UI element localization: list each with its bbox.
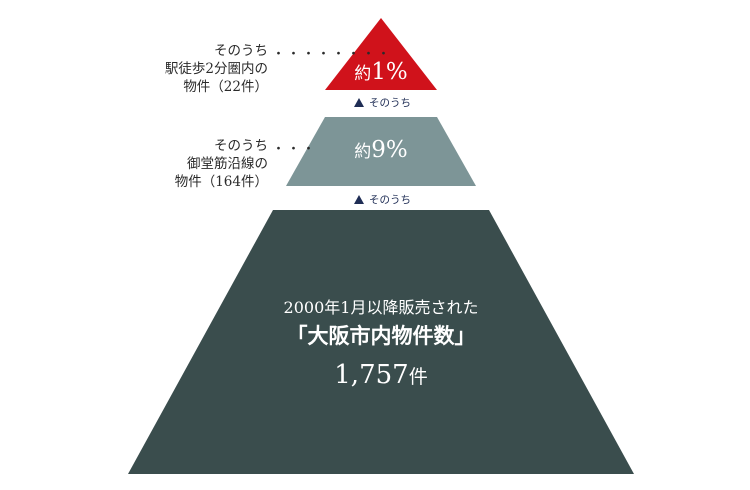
- connector-label: そのうち: [369, 194, 411, 206]
- pyramid-tier-middle-shape: [286, 117, 476, 186]
- base-tier-line2: 「大阪市内物件数」: [286, 323, 476, 348]
- top-label-line: 駅徒歩2分圏内の: [164, 61, 268, 77]
- base-tier-count-unit: 件: [408, 366, 428, 388]
- middle-label-line: 物件（164件）: [174, 174, 268, 190]
- middle-tier-side-label: そのうち 御堂筋沿線の 物件（164件）: [175, 137, 268, 191]
- top-tier-value: 約1%: [331, 59, 431, 85]
- middle-tier-percent: 9%: [371, 137, 408, 163]
- base-tier-count: 1,757件: [231, 360, 531, 390]
- middle-tier-value: 約9%: [331, 137, 431, 163]
- top-tier-percent: 1%: [371, 59, 408, 85]
- top-leader-dots: ・・・・・・・・: [272, 47, 393, 62]
- middle-label-line: 御堂筋沿線の: [187, 156, 268, 172]
- top-label-line: そのうち: [214, 43, 268, 59]
- connector-middle: そのうち: [354, 192, 411, 207]
- middle-label-line: そのうち: [214, 138, 268, 154]
- connector-label: そのうち: [369, 97, 411, 109]
- base-tier-line1: 2000年1月以降販売された: [283, 298, 479, 317]
- middle-leader-dots: ・・・: [272, 142, 318, 157]
- pyramid-tier-top-shape: [325, 18, 437, 90]
- base-tier-count-number: 1,757: [334, 360, 409, 390]
- top-label-line: 物件（22件）: [183, 79, 268, 95]
- pyramid-tier-base-shape: [128, 210, 634, 474]
- top-tier-prefix: 約: [354, 64, 372, 84]
- connector-top: そのうち: [354, 95, 411, 110]
- up-triangle-icon: [354, 98, 364, 107]
- middle-tier-prefix: 約: [354, 142, 372, 162]
- top-tier-side-label: そのうち 駅徒歩2分圏内の 物件（22件）: [165, 42, 268, 96]
- up-triangle-icon: [354, 195, 364, 204]
